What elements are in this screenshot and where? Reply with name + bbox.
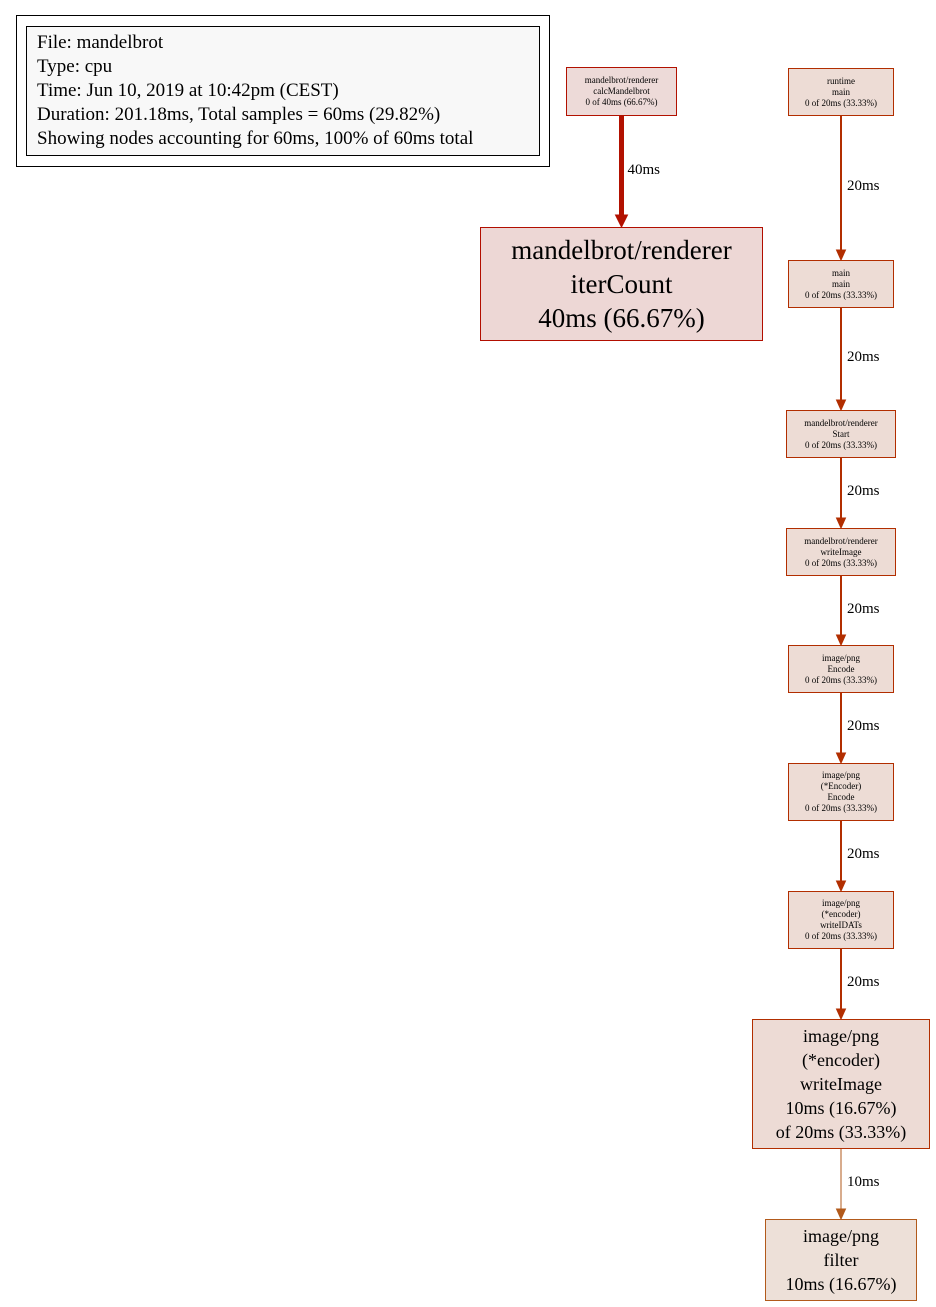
edge-label: 40ms — [627, 161, 661, 178]
node-line: (*encoder) — [821, 909, 861, 919]
node-line: of 20ms (33.33%) — [775, 1122, 907, 1142]
edge-arrowhead — [835, 517, 847, 530]
node-line: image/png — [822, 898, 860, 908]
edge-label: 20ms — [847, 974, 880, 990]
node-line: mandelbrot/renderer — [584, 75, 659, 85]
edge-arrowhead — [835, 249, 847, 262]
node-line: 0 of 40ms (66.67%) — [585, 97, 658, 107]
node-line: main — [832, 86, 850, 97]
node-line: 10ms (16.67%) — [785, 1274, 897, 1294]
edge-label: 20ms — [847, 483, 880, 499]
node-line: 0 of 20ms (33.33%) — [805, 557, 877, 568]
node-line: writeImage — [820, 546, 862, 557]
node-line: 40ms (66.67%) — [538, 303, 705, 333]
edge-arrowhead — [835, 752, 847, 765]
legend: File: mandelbrot Type: cpu Time: Jun 10,… — [26, 26, 540, 156]
node-line: image/png — [803, 1026, 879, 1046]
node-line: 0 of 20ms (33.33%) — [805, 803, 877, 813]
node-line: filter — [823, 1250, 859, 1270]
edge-arrowhead — [835, 399, 847, 412]
edge-label: 20ms — [847, 600, 880, 617]
node-line: (*Encoder) — [820, 781, 862, 791]
node-line: Encode — [827, 663, 855, 674]
edge-label: 20ms — [847, 718, 880, 734]
legend-file: File: mandelbrot — [37, 32, 164, 53]
node-line: 10ms (16.67%) — [785, 1098, 897, 1118]
edge-arrowhead — [614, 214, 629, 229]
node-line: mandelbrot/renderer — [804, 535, 878, 546]
node-line: 0 of 20ms (33.33%) — [805, 289, 877, 300]
node-encoder-writeimage[interactable]: image/png (*encoder) writeImage 10ms (16.67… — [752, 1019, 930, 1149]
edge-label: 20ms — [847, 349, 880, 365]
node-line: image/png — [803, 1226, 879, 1246]
legend-time: Time: Jun 10, 2019 at 10:42pm (CEST) — [37, 80, 339, 101]
node-line: calcMandelbrot — [593, 86, 650, 96]
edge-label: 20ms — [847, 178, 880, 194]
edge-arrowhead — [835, 1008, 847, 1021]
node-line: (*encoder) — [802, 1050, 880, 1070]
node-line: mandelbrot/renderer — [511, 235, 732, 265]
node-line: Start — [832, 428, 850, 439]
node-line: image/png — [822, 652, 860, 663]
edge-arrowhead — [835, 634, 847, 647]
edge-arrowhead — [835, 1208, 847, 1221]
node-filter[interactable]: image/png filter 10ms (16.67%) — [765, 1219, 917, 1301]
node-line: main — [832, 278, 850, 289]
node-line: 0 of 20ms (33.33%) — [805, 97, 877, 108]
node-line: main — [832, 267, 850, 278]
node-line: iterCount — [570, 269, 673, 299]
edge-label: 10ms — [847, 1174, 880, 1190]
node-line: image/png — [822, 770, 860, 780]
node-line: 0 of 20ms (33.33%) — [805, 931, 877, 941]
node-line: writeImage — [800, 1074, 882, 1094]
legend-duration: Duration: 201.18ms, Total samples = 60ms… — [37, 104, 441, 125]
node-line: 0 of 20ms (33.33%) — [805, 674, 877, 685]
legend-showing: Showing nodes accounting for 60ms, 100% … — [37, 128, 474, 149]
node-line: Encode — [827, 792, 855, 802]
node-line: writeIDATs — [820, 920, 862, 930]
edge-label: 20ms — [847, 846, 880, 862]
node-iter[interactable]: mandelbrot/renderer iterCount 40ms (66.67%… — [480, 227, 763, 341]
edge-arrowhead — [835, 880, 847, 893]
node-line: mandelbrot/renderer — [804, 417, 878, 428]
legend-type: Type: cpu — [37, 56, 113, 77]
node-line: runtime — [827, 75, 855, 86]
node-line: 0 of 20ms (33.33%) — [805, 439, 877, 450]
